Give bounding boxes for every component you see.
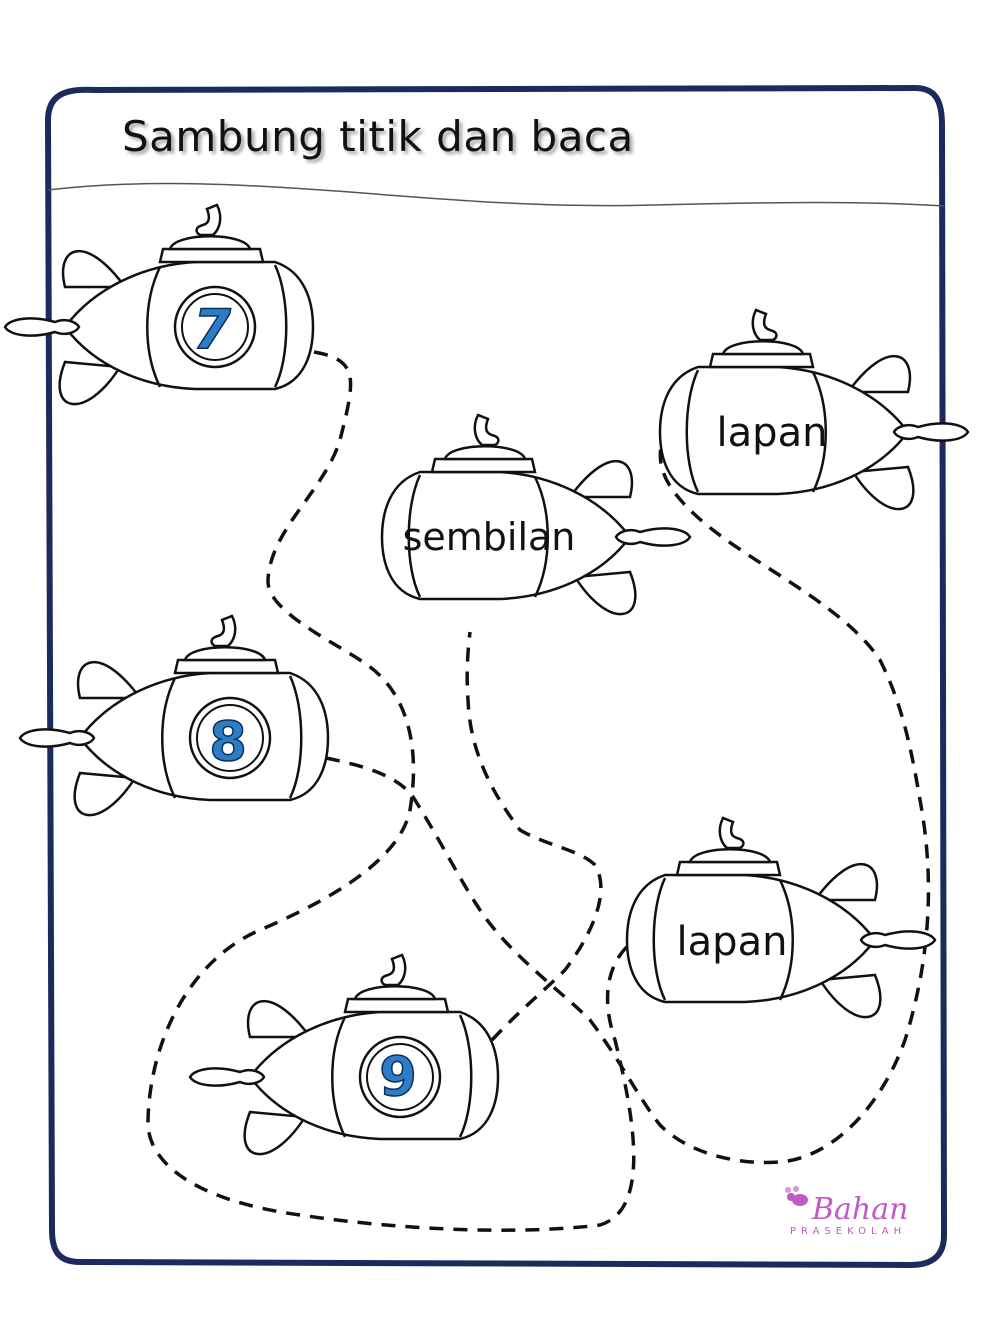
word-sembilan: sembilan [403, 515, 576, 559]
path-7 [146, 350, 637, 1232]
number-8: 8 [209, 710, 247, 773]
submarine-lapan-bottom [625, 816, 937, 1019]
path-8 [325, 429, 931, 1165]
bee-logo-icon [785, 1186, 808, 1206]
submarine-9 [188, 953, 500, 1156]
number-7: 7 [193, 298, 231, 361]
word-lapan-top: lapan [717, 410, 828, 456]
path-9 [465, 631, 603, 1042]
logo-word: Bahan [812, 1192, 909, 1227]
dotted-paths [146, 350, 931, 1232]
water-line [47, 182, 945, 207]
number-9: 9 [379, 1045, 417, 1108]
worksheet-frame [44, 84, 948, 1269]
submarine-7 [3, 203, 315, 406]
word-lapan-bottom: lapan [677, 919, 788, 965]
logo-subtitle: PRASEKOLAH [790, 1226, 907, 1237]
submarine-8 [18, 614, 330, 817]
page-title: Sambung titik dan baca [122, 112, 634, 161]
